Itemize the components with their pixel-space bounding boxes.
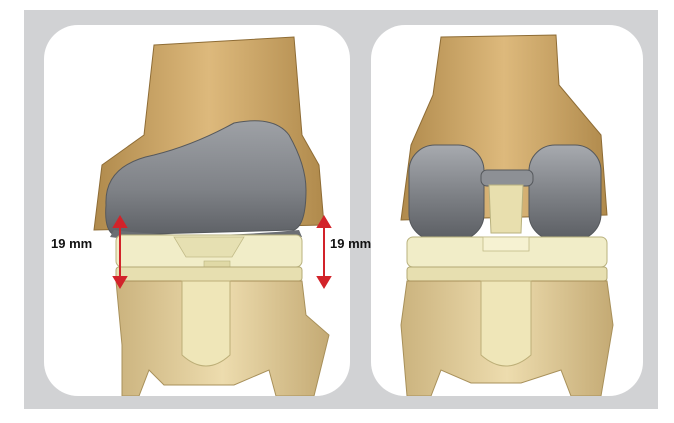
medial-condyle	[409, 145, 484, 240]
lateral-condyle	[529, 145, 601, 240]
tibial-tray	[407, 267, 607, 281]
tibial-stem	[182, 281, 230, 366]
tibial-tray	[116, 267, 302, 281]
cam-bar	[481, 170, 533, 186]
left-panel	[44, 25, 350, 396]
knee-implant-rear-view	[371, 25, 643, 396]
figure-frame: 19 mm 19 mm	[24, 10, 658, 409]
right-gap-label: 19 mm	[330, 236, 371, 251]
tibial-stem	[481, 281, 531, 366]
left-gap-label: 19 mm	[51, 236, 92, 251]
femoral-component	[106, 121, 306, 235]
right-panel	[371, 25, 643, 396]
knee-implant-front-view	[44, 25, 350, 396]
